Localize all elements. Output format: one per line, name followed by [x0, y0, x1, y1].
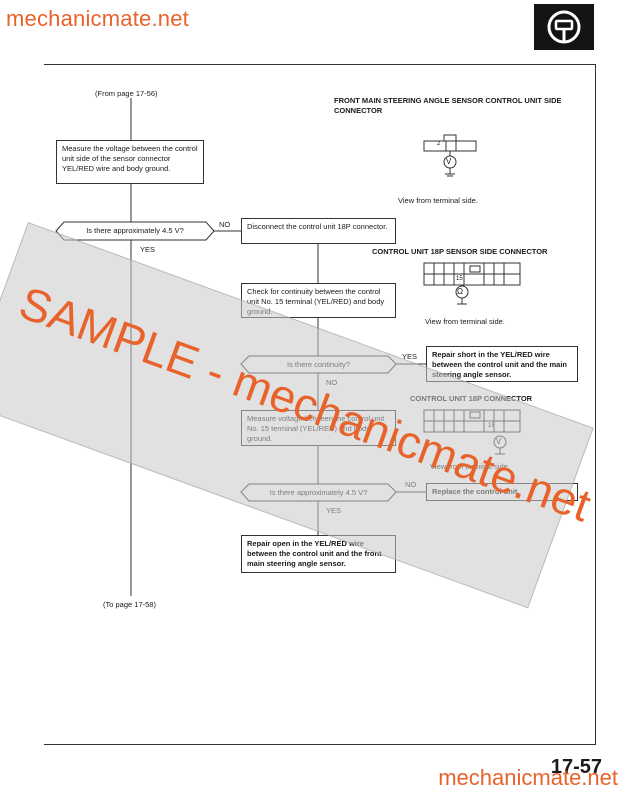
frame-right-rule	[595, 64, 596, 744]
page-number: 17-57	[550, 756, 602, 778]
connector2-title: CONTROL UNIT 18P SENSOR SIDE CONNECTOR	[372, 247, 548, 256]
connector1-title: FRONT MAIN STEERING ANGLE SENSOR CONTROL…	[334, 96, 562, 115]
step-measure-terminal-voltage: Measure voltage between the control unit…	[241, 410, 396, 446]
label-yes-2: YES	[402, 352, 418, 361]
site-name-bottom: mechanicmate.net	[438, 765, 618, 790]
steering-wheel-icon	[534, 4, 594, 50]
voltmeter-icon: V	[446, 157, 452, 166]
connector3-caption: View from terminal side.	[430, 462, 510, 471]
step-disconnect-connector: Disconnect the control unit 18P connecto…	[241, 218, 396, 244]
site-name-top: mechanicmate.net	[6, 6, 189, 31]
to-page-note: (To page 17-58)	[103, 600, 156, 609]
question-voltage-1: Is there approximately 4.5 V?	[86, 226, 184, 235]
label-yes-1: YES	[140, 245, 156, 254]
replace-control-unit-box: Replace the control unit.	[426, 483, 578, 501]
connector3-terminal-number: 15	[488, 423, 495, 429]
connector3-title: CONTROL UNIT 18P CONNECTOR	[410, 394, 533, 403]
step-measure-sensor-voltage: Measure the voltage between the control …	[56, 140, 204, 184]
from-page-note: (From page 17-56)	[95, 89, 158, 98]
question-voltage-2: Is there approximately 4.5 V?	[269, 488, 368, 497]
step-check-continuity: Check for continuity between the control…	[241, 283, 396, 318]
frame-bottom-rule	[44, 744, 596, 745]
label-no-3: NO	[405, 480, 417, 489]
connector1-caption: View from terminal side.	[398, 196, 478, 205]
connector1-terminal-number: 2	[437, 141, 441, 147]
repair-short-box: Repair short in the YEL/RED wire between…	[426, 346, 578, 382]
ohmmeter-icon: Ω	[457, 287, 463, 296]
label-no-2: NO	[326, 378, 338, 387]
connector2-terminal-number: 15	[456, 276, 463, 282]
label-yes-3: YES	[326, 506, 342, 515]
frame-top-rule	[44, 64, 596, 65]
connector2-caption: View from terminal side.	[425, 317, 505, 326]
repair-open-box: Repair open in the YEL/RED wire between …	[241, 535, 396, 573]
label-no-1: NO	[219, 220, 231, 229]
voltmeter-icon-2: V	[496, 437, 502, 446]
question-continuity: Is there continuity?	[287, 360, 350, 369]
